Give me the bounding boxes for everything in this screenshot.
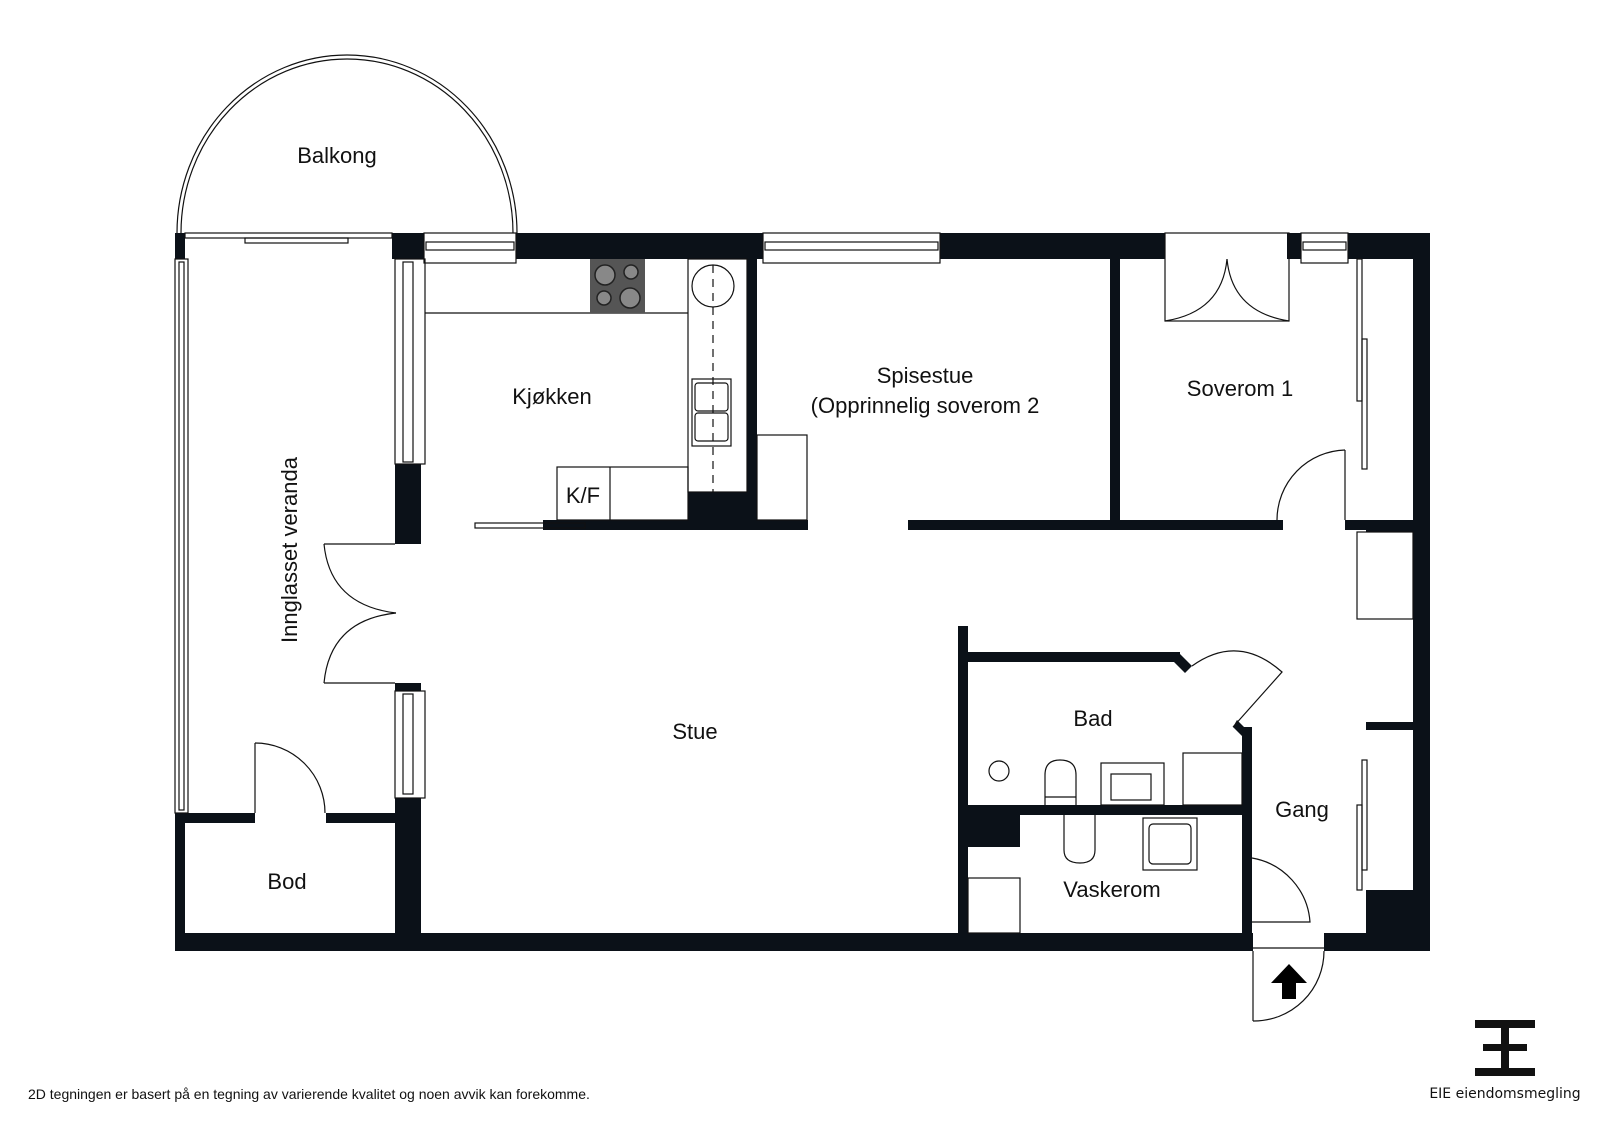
room-label-stue: Stue: [672, 718, 718, 744]
walls: [175, 233, 1430, 951]
fixtures-lines: [174, 54, 1414, 1022]
room-label-bod: Bod: [267, 868, 307, 894]
room-label-spisestue: Spisestue: [876, 362, 974, 388]
stove-burners-icon: [594, 264, 641, 309]
room-label-veranda: Innglasset veranda: [276, 457, 302, 643]
brand-name: EIE eiendomsmegling: [1429, 1086, 1581, 1102]
room-label-soverom-1: Soverom 1: [1186, 375, 1294, 401]
brand-logo: EIE eiendomsmegling: [1420, 1020, 1590, 1102]
room-label-balkong: Balkong: [297, 142, 377, 168]
room-label-bad: Bad: [1073, 705, 1113, 731]
eie-logo-icon: [1475, 1020, 1535, 1076]
fridge-freezer-label: K/F: [565, 482, 601, 508]
room-label-spisestue-note: (Opprinnelig soverom 2: [810, 392, 1040, 418]
entrance-arrow-icon: [1271, 964, 1307, 999]
room-label-vaskerom: Vaskerom: [1063, 876, 1161, 902]
disclaimer-text: 2D tegningen er basert på en tegning av …: [28, 1086, 590, 1102]
room-label-gang: Gang: [1275, 796, 1329, 822]
room-label-kjokken: Kjøkken: [512, 383, 592, 409]
